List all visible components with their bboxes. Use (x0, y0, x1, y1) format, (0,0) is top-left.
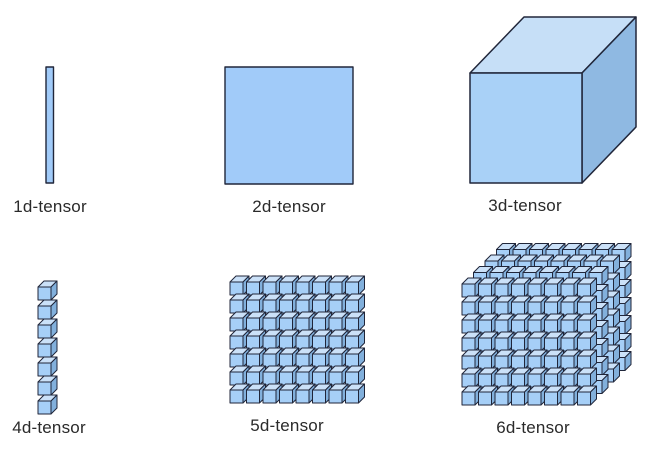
figure-1d-tensor (45, 66, 55, 184)
label-1d-tensor: 1d-tensor (13, 197, 87, 216)
label-3d-tensor: 3d-tensor (488, 196, 562, 215)
label-2d-tensor: 2d-tensor (252, 197, 326, 216)
figure-4d-tensor (37, 280, 58, 415)
label-4d-tensor: 4d-tensor (12, 418, 86, 437)
label-5d-tensor: 5d-tensor (250, 416, 324, 435)
figure-5d-tensor (229, 275, 365, 404)
figure-3d-tensor (469, 16, 637, 184)
figure-2d-tensor (224, 66, 354, 185)
figure-6d-tensor (461, 243, 632, 406)
label-6d-tensor: 6d-tensor (496, 418, 570, 437)
